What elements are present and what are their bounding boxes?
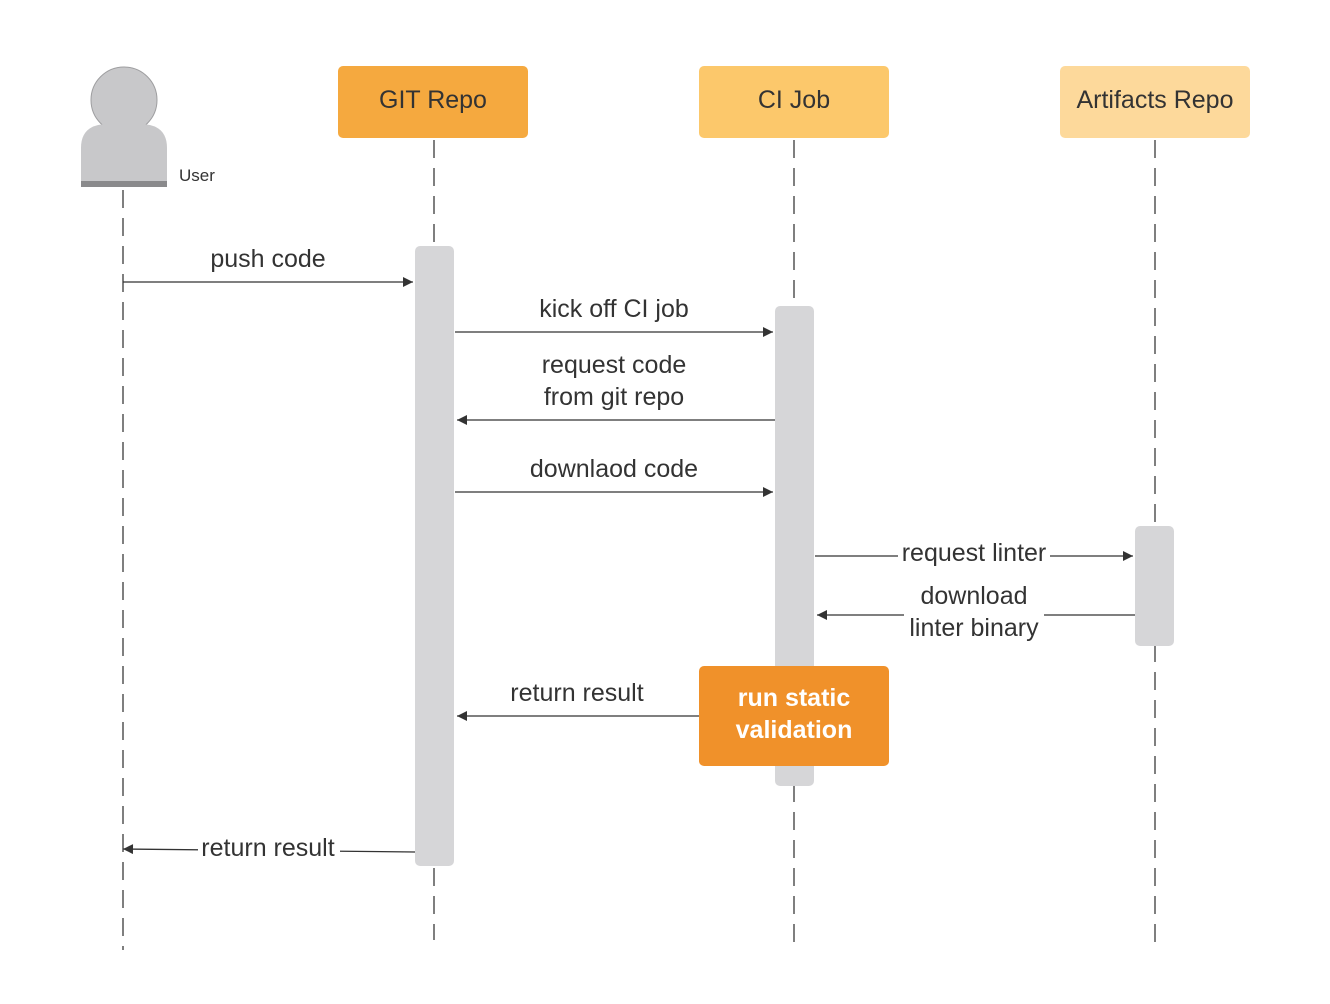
message-return-result-user: return result (122, 834, 416, 862)
message-push-code: push code (123, 245, 413, 287)
run-static-validation-note: run static validation (699, 666, 889, 766)
kick-off-label: kick off CI job (539, 295, 689, 323)
return-result-user-label: return result (201, 834, 334, 862)
request-code-label-line1: request code (542, 351, 687, 379)
push-code-label: push code (210, 245, 325, 273)
return-result-ci-label: return result (510, 679, 643, 707)
message-request-linter: request linter (815, 539, 1133, 568)
request-code-label-line2: from git repo (544, 383, 684, 411)
user-label: User (179, 166, 215, 185)
git-repo-label: GIT Repo (379, 86, 487, 114)
artifacts-repo-participant[interactable]: Artifacts Repo (1060, 66, 1250, 138)
request-linter-label: request linter (902, 539, 1047, 567)
note-label-line1: run static (738, 684, 851, 712)
message-kick-off-ci-job: kick off CI job (455, 295, 773, 337)
message-request-code: request code from git repo (457, 351, 775, 425)
artifacts-repo-label: Artifacts Repo (1076, 86, 1233, 114)
ci-job-participant[interactable]: CI Job (699, 66, 889, 138)
git-repo-participant[interactable]: GIT Repo (338, 66, 528, 138)
download-linter-label-line1: download (920, 582, 1027, 610)
git-repo-activation (415, 246, 454, 866)
message-download-code: downlaod code (455, 455, 773, 497)
note-label-line2: validation (736, 716, 853, 744)
download-code-label: downlaod code (530, 455, 698, 483)
message-download-linter: download linter binary (817, 582, 1135, 642)
artifacts-repo-activation (1135, 526, 1174, 646)
download-linter-label-line2: linter binary (909, 614, 1039, 642)
user-icon (81, 66, 167, 187)
message-return-result-ci: return result (457, 679, 700, 721)
ci-job-label: CI Job (758, 86, 830, 114)
